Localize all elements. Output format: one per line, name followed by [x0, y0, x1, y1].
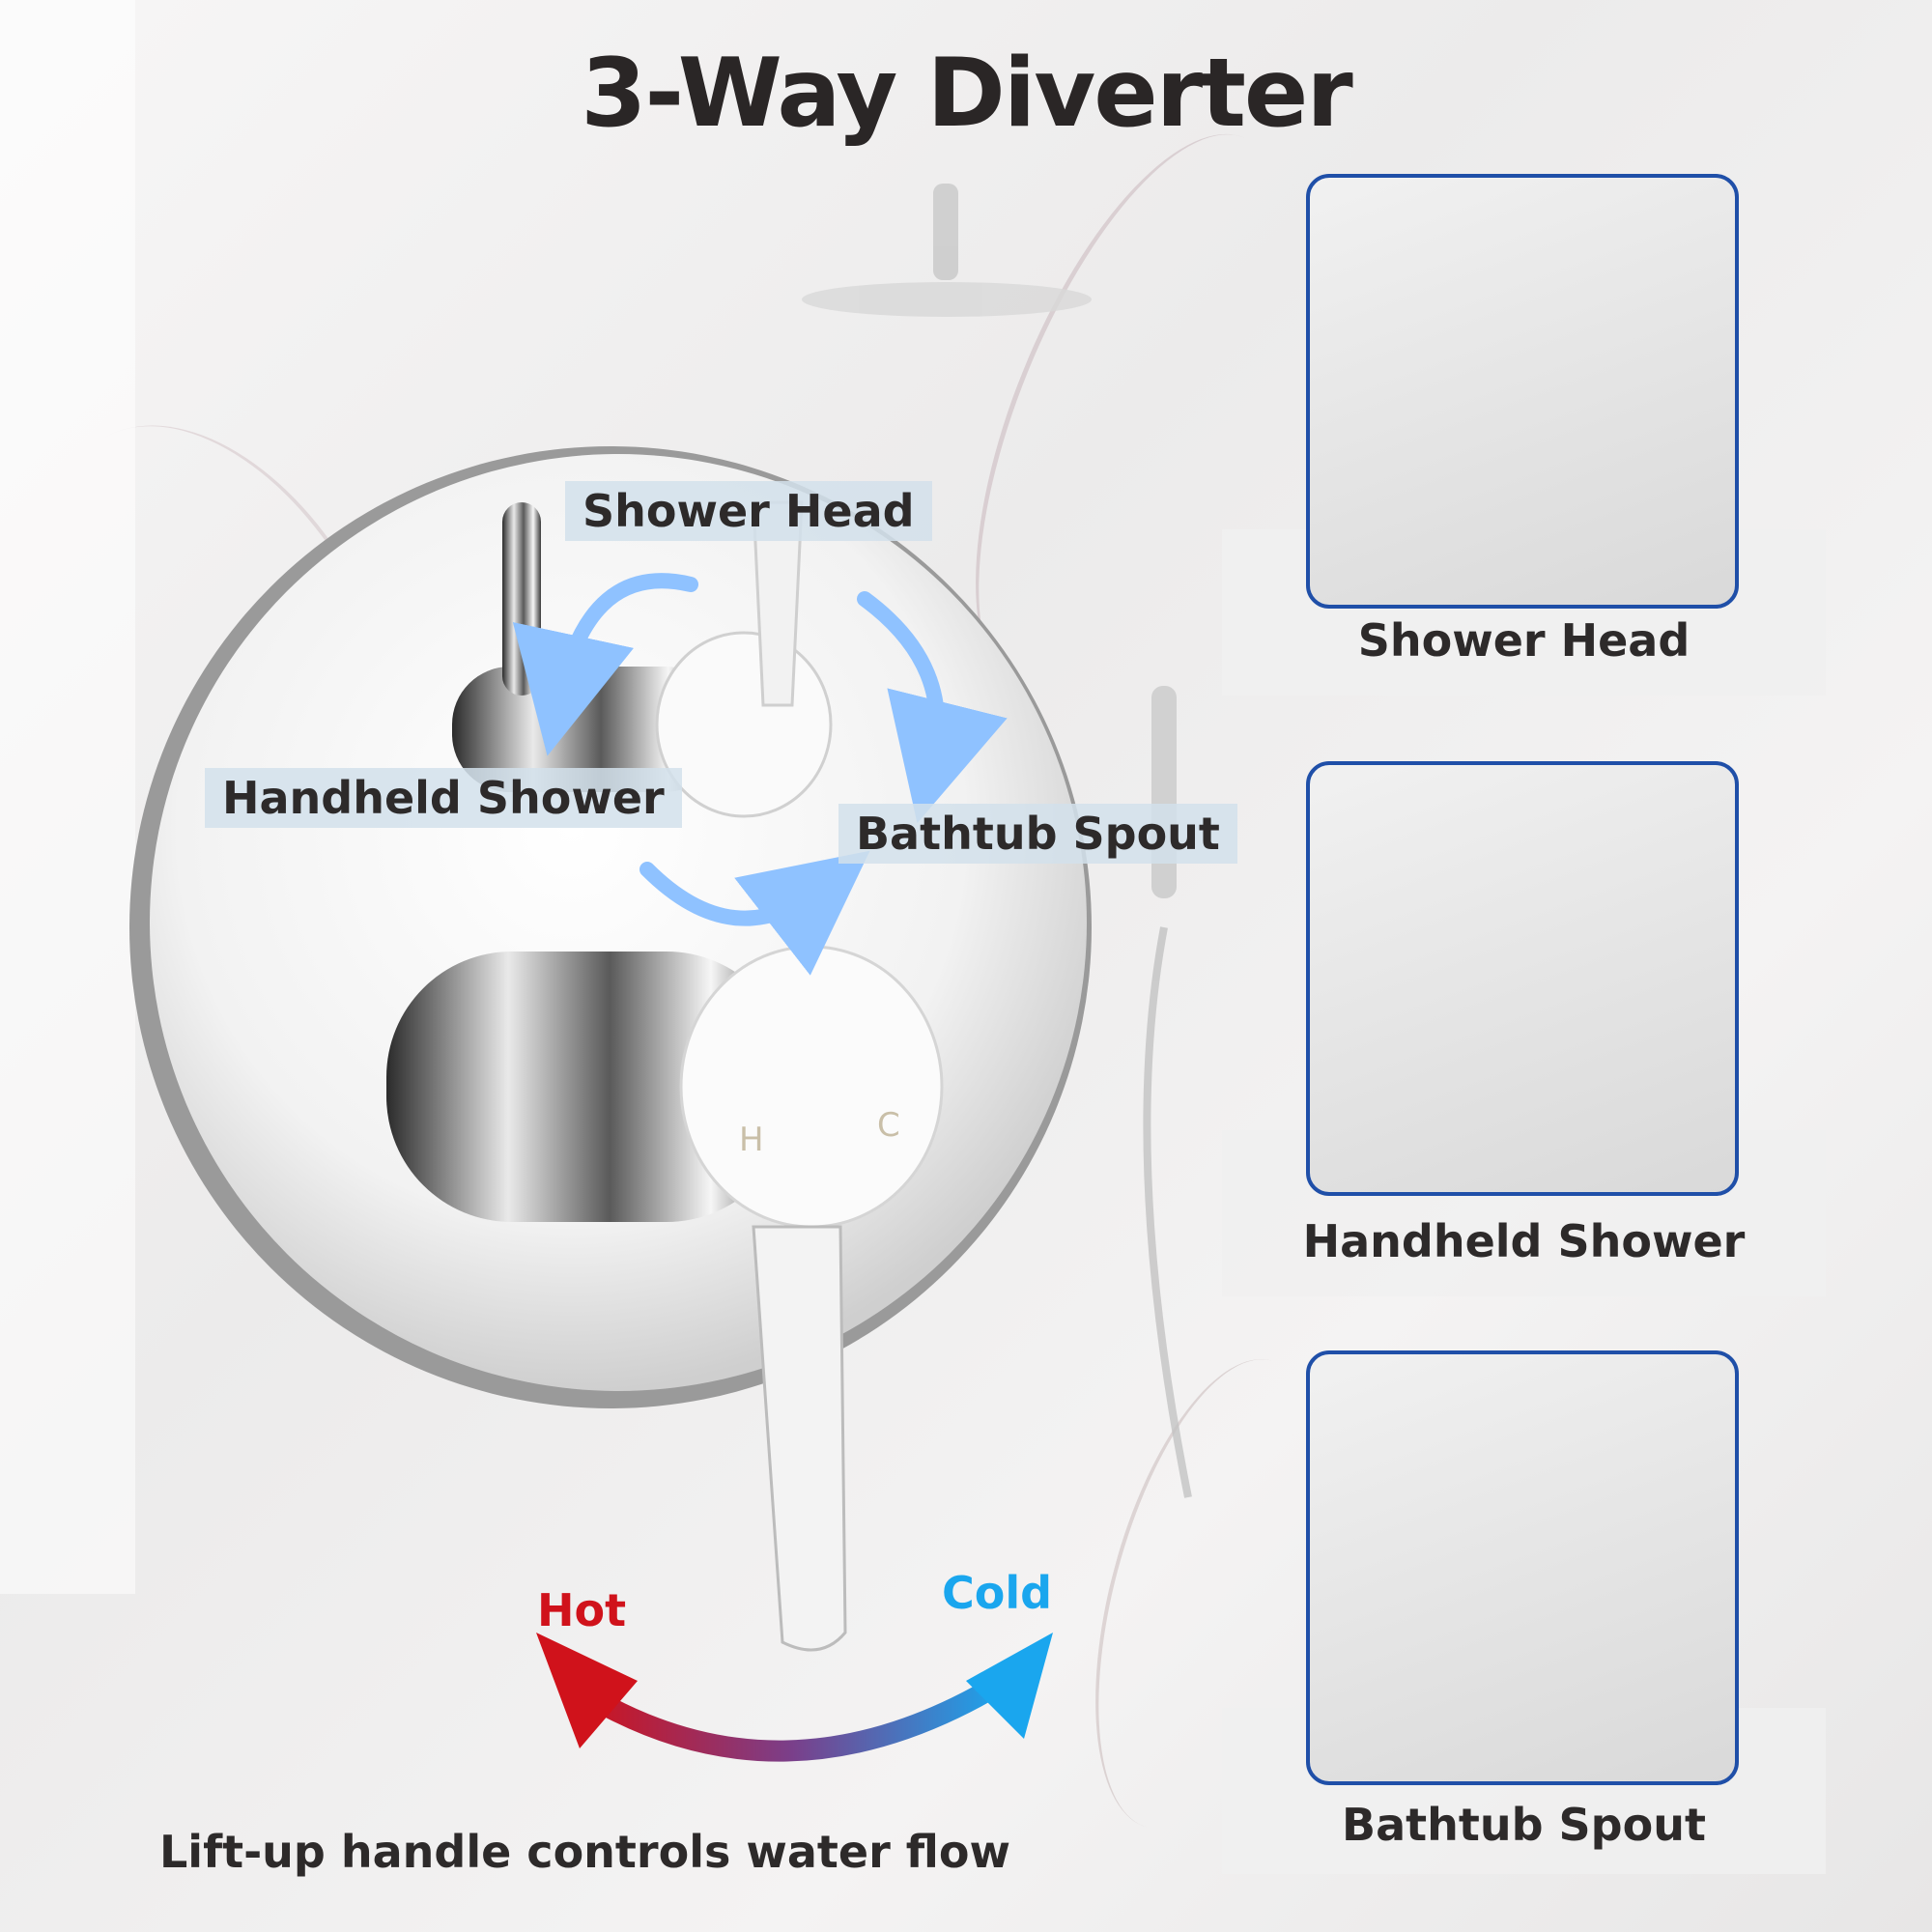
- cold-arrowhead: [966, 1633, 1053, 1739]
- valve-marking-cold: C: [877, 1106, 900, 1145]
- hot-arrowhead: [536, 1633, 638, 1748]
- panel-3-frame: [1306, 1350, 1739, 1785]
- arrow-shower-to-handheld: [512, 573, 698, 756]
- callout-handheld-shower: Handheld Shower: [205, 768, 682, 828]
- panel-2-frame: [1306, 761, 1739, 1196]
- panel-1-label: Shower Head: [1357, 614, 1690, 667]
- page-title: 3-Way Diverter: [581, 39, 1352, 149]
- background-rain-shower-head: [802, 184, 1092, 317]
- panel-2-label: Handheld Shower: [1302, 1215, 1746, 1267]
- callout-shower-head: Shower Head: [565, 481, 932, 541]
- callout-bathtub-spout: Bathtub Spout: [838, 804, 1237, 864]
- diverter-arrows: [512, 573, 1008, 976]
- arrow-handheld-to-bathtub: [639, 850, 870, 976]
- valve-marking-hot: H: [739, 1121, 764, 1159]
- footer-caption: Lift-up handle controls water flow: [159, 1826, 1010, 1878]
- cold-label: Cold: [942, 1567, 1053, 1619]
- shower-curtain: [0, 0, 135, 1594]
- temperature-arrow: [536, 1633, 1053, 1762]
- hot-label: Hot: [537, 1584, 627, 1636]
- arrow-shower-to-bathtub: [857, 591, 1008, 824]
- panel-3-label: Bathtub Spout: [1342, 1799, 1706, 1851]
- panel-1-frame: [1306, 174, 1739, 609]
